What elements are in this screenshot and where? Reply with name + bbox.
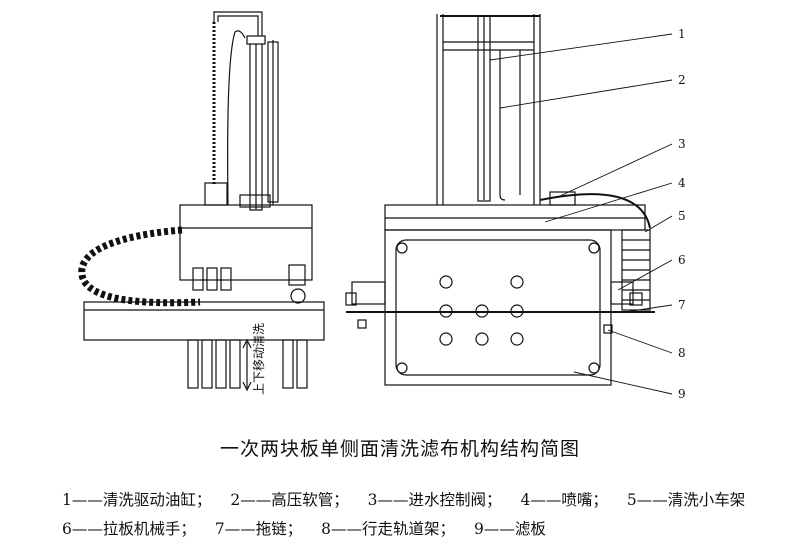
legend-item-9-num: 9 (473, 520, 484, 538)
legend-dash: —— (377, 491, 409, 509)
legend-dash: —— (331, 520, 363, 538)
callout-4: 4 (678, 176, 686, 190)
legend-dash: —— (71, 520, 103, 538)
figure-caption: 一次两块板单侧面清洗滤布机构结构简图 (219, 438, 580, 460)
legend-dash: —— (240, 491, 272, 509)
legend-item-8-num: 8 (321, 520, 332, 538)
callout-5: 5 (678, 209, 686, 223)
motion-label: 上下移动清洗 (252, 323, 266, 395)
legend-dash: —— (71, 491, 103, 509)
legend-item-5-text: 清洗小车架 (667, 491, 746, 509)
callout-9: 9 (678, 387, 686, 401)
callout-8: 8 (678, 346, 686, 360)
callout-leaders (489, 33, 673, 395)
callout-7: 7 (678, 298, 686, 312)
legend-item-6-num: 6 (62, 520, 72, 538)
legend-item-9-text: 滤板 (514, 520, 546, 538)
callout-2: 2 (678, 73, 686, 87)
legend-item-3-text: 进水控制阀； (408, 491, 502, 509)
legend-item-8-text: 行走轨道架； (362, 520, 456, 538)
legend-item-2-text: 高压软管； (271, 491, 349, 509)
legend-dash: —— (530, 491, 562, 509)
legend-row-2: 6——拉板机械手； 7——拖链； 8——行走轨道架； 9——滤板 (62, 517, 782, 539)
legend-item-4-text: 喷嘴； (561, 491, 608, 509)
mechanism-diagram: 1 2 3 4 5 6 7 8 9 上下移动清洗 (78, 11, 686, 401)
legend-item-6-text: 拉板机械手； (102, 520, 196, 538)
legend-dash: —— (636, 491, 668, 509)
callout-1: 1 (678, 27, 686, 41)
legend-item-3-num: 3 (367, 491, 378, 509)
callout-numbers: 1 2 3 4 5 6 7 8 9 (678, 27, 686, 401)
legend-item-4-num: 4 (520, 491, 531, 509)
legend-item-1-text: 清洗驱动油缸； (102, 491, 212, 509)
legend-dash: —— (224, 520, 256, 538)
legend-item-5-num: 5 (626, 491, 637, 509)
legend-item-7-text: 拖链； (255, 520, 303, 538)
legend-dash: —— (483, 520, 515, 538)
legend-item-7-num: 7 (214, 520, 225, 538)
callout-6: 6 (678, 253, 686, 267)
side-view (78, 11, 325, 392)
callout-3: 3 (678, 137, 686, 151)
legend-item-2-num: 2 (230, 491, 241, 509)
legend-item-1-num: 1 (62, 491, 72, 509)
front-view (345, 14, 655, 386)
legend-row-1: 1——清洗驱动油缸； 2——高压软管； 3——进水控制阀； 4——喷嘴； 5——… (62, 488, 782, 510)
